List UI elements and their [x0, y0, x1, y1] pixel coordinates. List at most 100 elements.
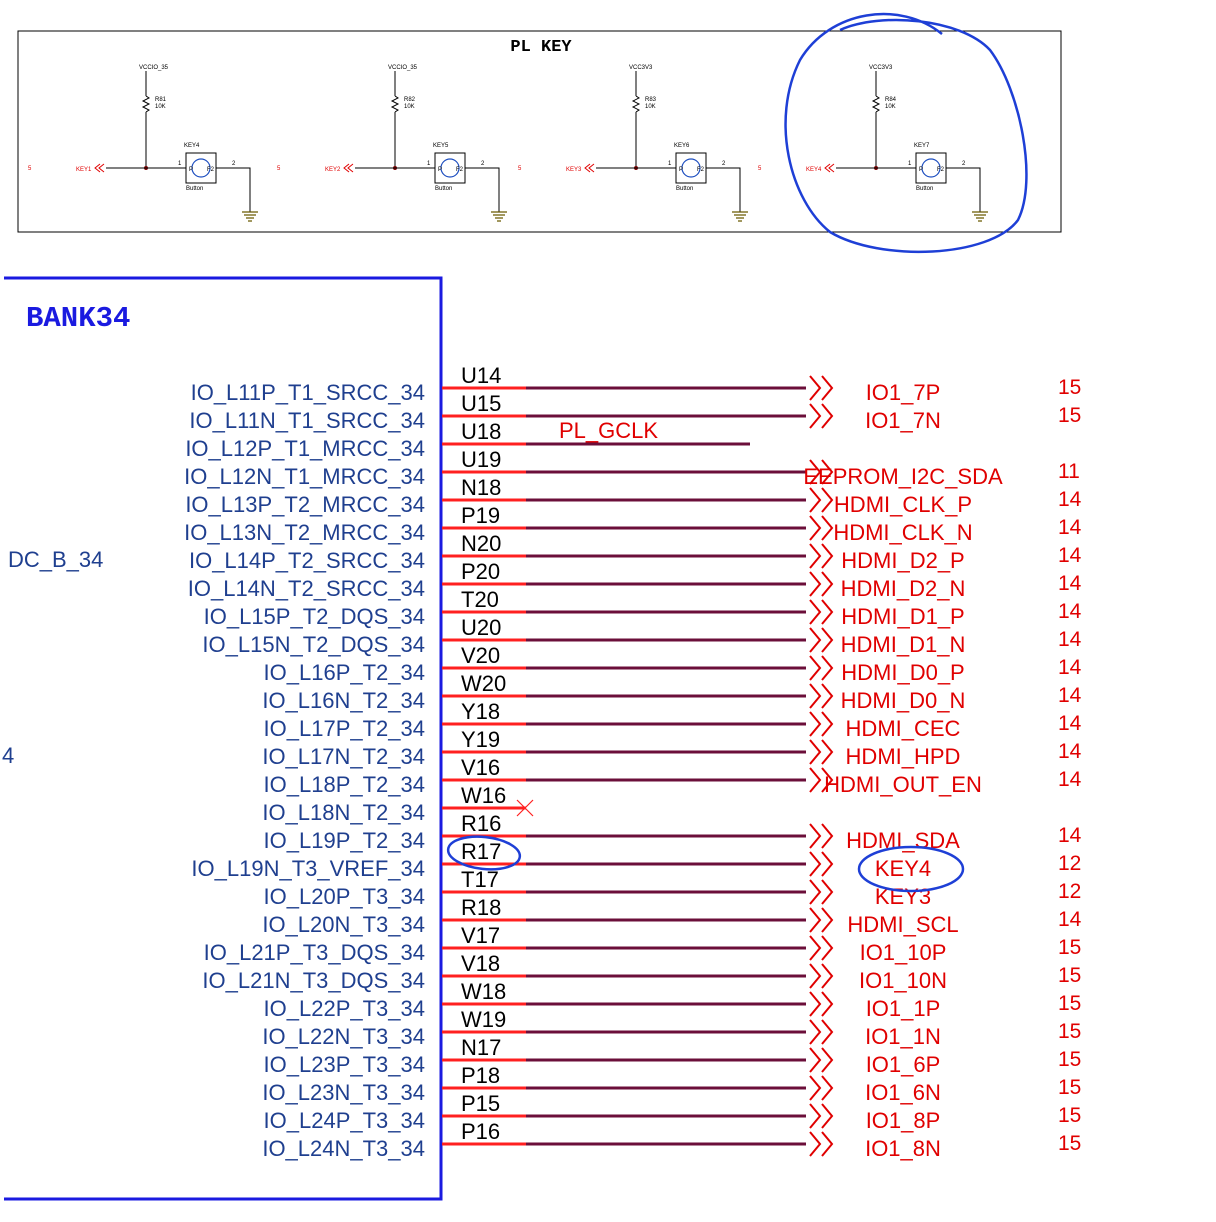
- pin-number: T17: [461, 867, 499, 892]
- pin-function: IO_L16P_T2_34: [264, 660, 425, 685]
- pin-function: IO_L22N_T3_34: [262, 1024, 425, 1049]
- vcc-label: VCCIO_35: [388, 65, 418, 71]
- resistor-ref: R84: [885, 97, 897, 103]
- pin-number: W18: [461, 979, 506, 1004]
- bank-side-label: DC_B_34: [8, 547, 103, 572]
- pin-function: IO_L17N_T2_34: [262, 744, 425, 769]
- sheet-reference: 15: [1058, 1048, 1081, 1071]
- annotation-circle-key4: [857, 845, 965, 893]
- no-connect-marker: [516, 799, 534, 817]
- offpage-connector: [809, 403, 834, 429]
- pin-function: IO_L11N_T1_SRCC_34: [189, 408, 425, 433]
- resistor-value: 10K: [155, 104, 166, 110]
- pin-number: R16: [461, 811, 501, 836]
- sheet-reference: 14: [1058, 684, 1082, 707]
- offpage-connector: [809, 1047, 834, 1073]
- ground-wire: [946, 167, 981, 212]
- button-pin-f2: F2: [937, 167, 945, 173]
- pin-function: IO_L14P_T2_SRCC_34: [189, 548, 425, 573]
- pin-number: N20: [461, 531, 501, 556]
- sheet-number: 5: [758, 166, 762, 172]
- pin-function: IO_L21N_T3_DQS_34: [202, 968, 425, 993]
- net-label: IO1_10P: [860, 940, 947, 965]
- pin-number: P16: [461, 1119, 500, 1144]
- offpage-connector: [809, 459, 834, 485]
- offpage-connector: [343, 163, 354, 173]
- pin-number: R18: [461, 895, 501, 920]
- net-label: KEY4: [806, 167, 822, 173]
- button-pin-p: P: [438, 167, 442, 173]
- offpage-connector: [809, 627, 834, 653]
- button-circle: [681, 158, 701, 178]
- sheet-reference: 14: [1058, 572, 1082, 595]
- pl-key-title: PL KEY: [510, 38, 572, 57]
- offpage-connector: [809, 487, 834, 513]
- button-circle: [440, 158, 460, 178]
- offpage-connector: [809, 1131, 834, 1157]
- offpage-connector: [809, 515, 834, 541]
- pin-function: IO_L13N_T2_MRCC_34: [184, 520, 425, 545]
- sheet-number: 5: [518, 166, 522, 172]
- annotation-circle-r17: [446, 835, 522, 871]
- pin-number: Y19: [461, 727, 500, 752]
- sheet-reference: 14: [1058, 768, 1082, 791]
- sheet-reference: 14: [1058, 516, 1082, 539]
- ground-symbol: [491, 211, 507, 222]
- resistor-ref: R81: [155, 97, 167, 103]
- sheet-number: 5: [277, 166, 281, 172]
- pin-number: W19: [461, 1007, 506, 1032]
- net-label: KEY4: [875, 856, 931, 881]
- net-label: HDMI_HPD: [846, 744, 961, 769]
- button-pin-p: P: [679, 167, 683, 173]
- net-label: HDMI_D1_P: [841, 604, 964, 629]
- net-label: HDMI_D0_P: [841, 660, 964, 685]
- offpage-connector: [809, 1019, 834, 1045]
- pin-number: V17: [461, 923, 500, 948]
- offpage-connector: [809, 543, 834, 569]
- pin-number: 1: [427, 161, 431, 167]
- vcc-label: VCC3V3: [869, 65, 893, 71]
- bank34-panel: BANK34 DC_B_34 4 IO_L11P_T1_SRCC_34U14IO…: [2, 276, 1082, 1201]
- button-part: Button: [186, 186, 203, 192]
- offpage-connector: [809, 935, 834, 961]
- sheet-reference: 15: [1058, 1076, 1081, 1099]
- pin-number: 2: [962, 161, 966, 167]
- button-part: Button: [916, 186, 933, 192]
- button-ref: KEY6: [674, 143, 690, 149]
- pin-function: IO_L24P_T3_34: [264, 1108, 425, 1133]
- offpage-connector: [809, 375, 834, 401]
- offpage-connector: [809, 1103, 834, 1129]
- net-label: HDMI_OUT_EN: [824, 772, 982, 797]
- sheet-reference: 14: [1058, 600, 1082, 623]
- pin-function: IO_L15P_T2_DQS_34: [204, 604, 425, 629]
- sheet-reference: 15: [1058, 376, 1081, 399]
- offpage-connector: [809, 571, 834, 597]
- net-label: IO1_8P: [866, 1108, 941, 1133]
- offpage-connector: [809, 823, 834, 849]
- net-label: KEY3: [566, 167, 582, 173]
- net-label: KEY1: [76, 167, 92, 173]
- button-part: Button: [676, 186, 693, 192]
- pin-function: IO_L21P_T3_DQS_34: [204, 940, 425, 965]
- annotations: [446, 12, 1028, 893]
- pin-number: U19: [461, 447, 501, 472]
- ground-symbol: [732, 211, 748, 222]
- offpage-connector: [824, 163, 835, 173]
- offpage-connector: [809, 907, 834, 933]
